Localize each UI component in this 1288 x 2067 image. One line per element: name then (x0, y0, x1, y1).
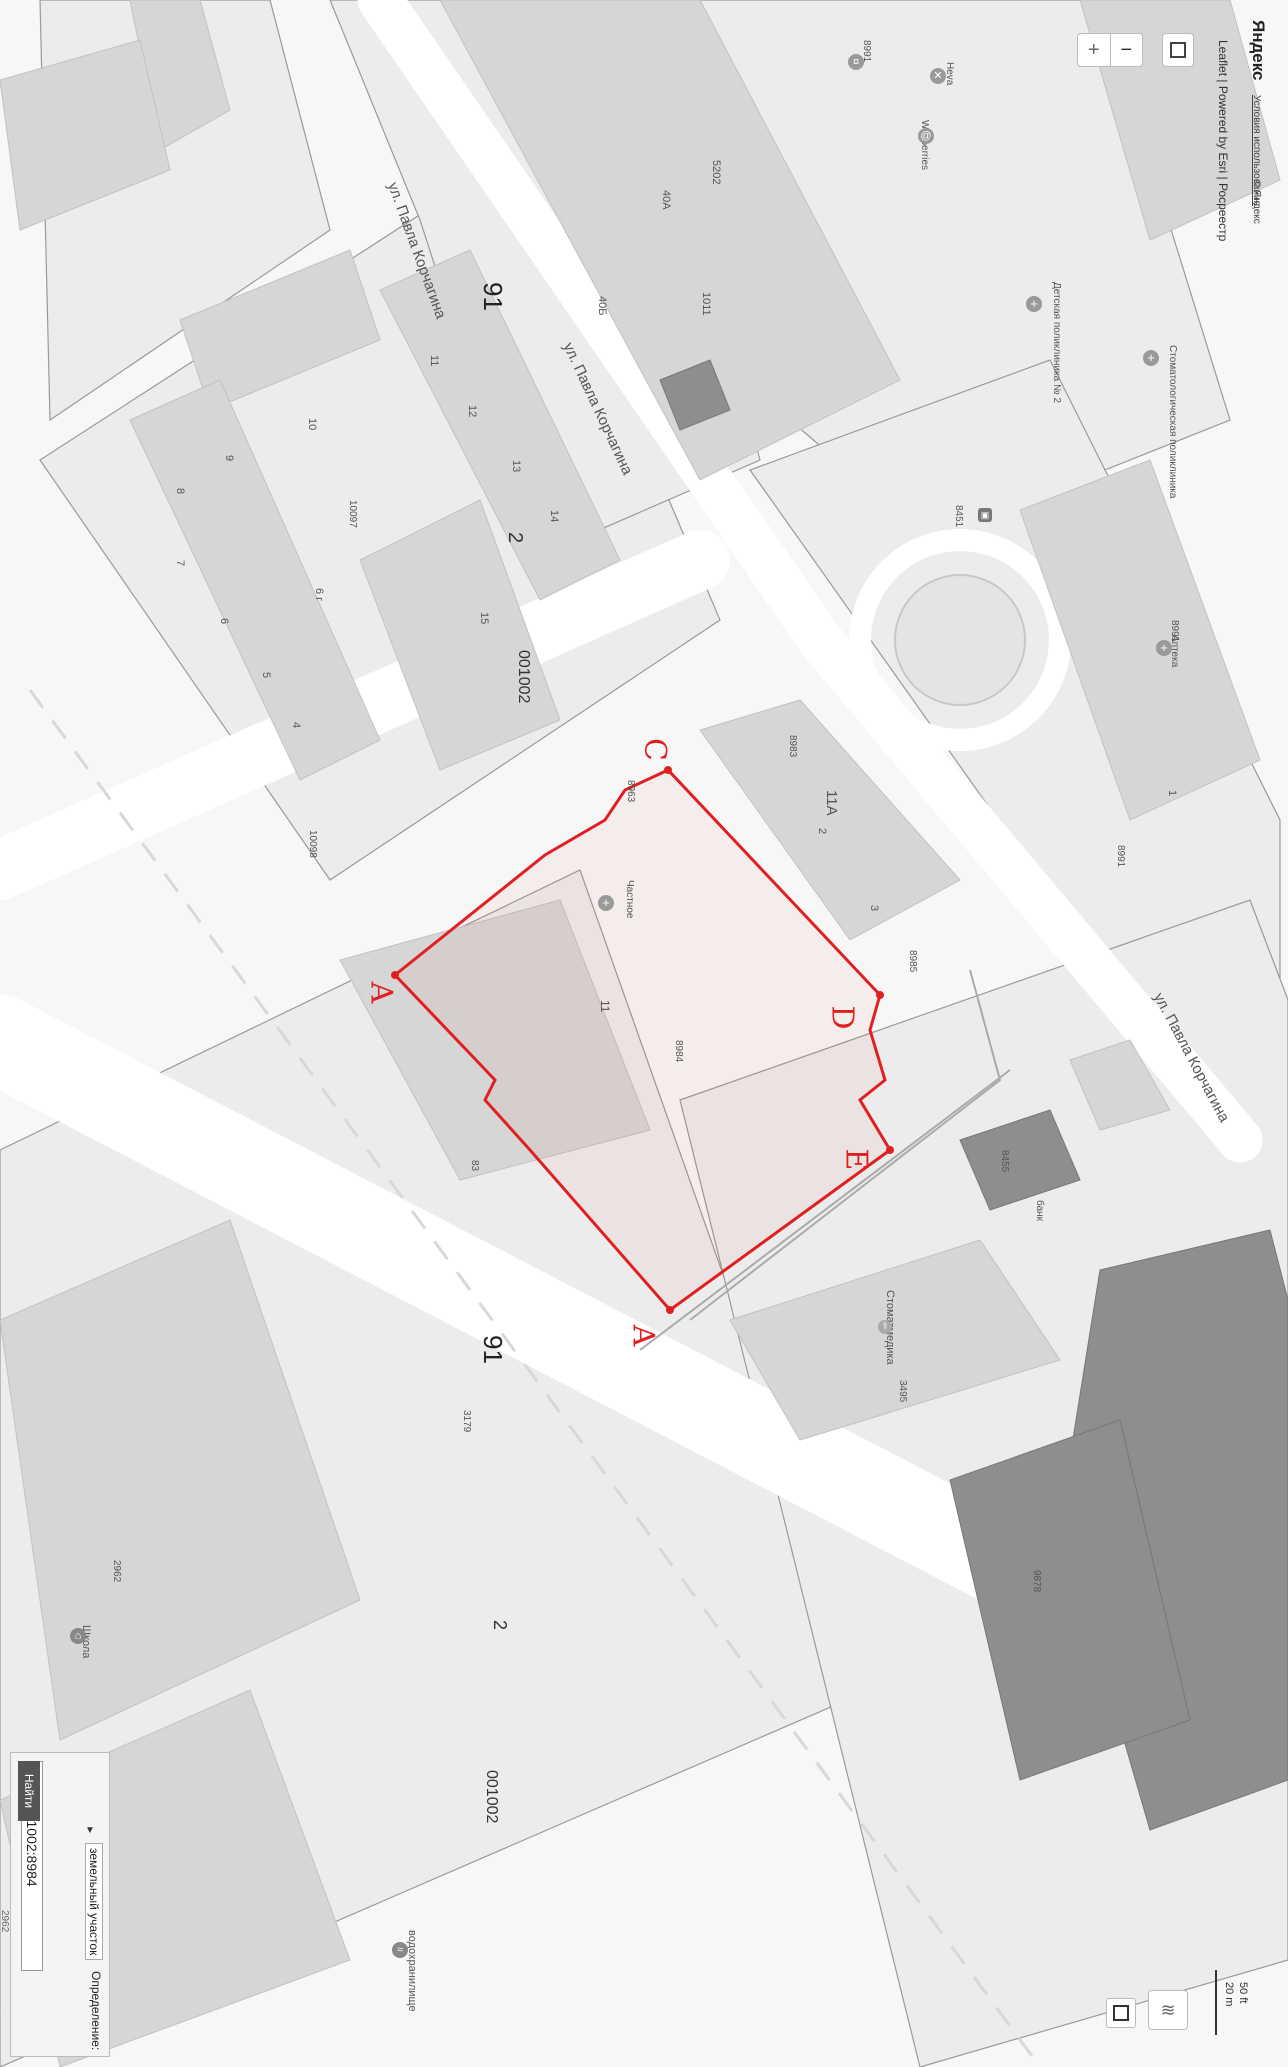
parcel-number: 40A (660, 190, 672, 210)
attribution-brand[interactable]: Яндекс (1249, 20, 1268, 81)
vertex-label-c: C (636, 738, 672, 761)
scale-bar: 20 m 50 ft (1215, 1970, 1257, 2035)
bus-stop-icon: ▣ (978, 508, 992, 522)
building-number: 6 (218, 618, 230, 625)
attribution-providers: Leaflet | Powered by Esri | Росреестр (1216, 40, 1230, 242)
search-button[interactable]: Найти (18, 1761, 40, 1821)
building-number: 12 (466, 405, 478, 418)
region-label-2-top: 2 (504, 532, 526, 544)
parcel-number: 8983 (787, 735, 798, 758)
top-hint: 2962 (0, 1910, 10, 1933)
vertex-label-d: D (824, 1005, 860, 1030)
roundabout (894, 574, 1026, 706)
poi-chastnoe[interactable]: Частное (624, 880, 635, 919)
building-number: 8 (174, 488, 186, 495)
clinic-icon: + (598, 895, 614, 911)
poi-detskaya-poliklinika[interactable]: Детская поликлиника № 2 (1051, 282, 1062, 404)
poi-vodohranilishche[interactable]: водохранилище (406, 1930, 418, 2012)
parcel-number: 5202 (710, 160, 722, 185)
parcel-number: 8991 (1115, 845, 1126, 868)
parcel-number: 10098 (307, 830, 318, 858)
parcel-number: 40Б (596, 296, 608, 316)
hospital-icon: + (1143, 350, 1159, 366)
select-area-button[interactable] (1106, 1998, 1136, 2028)
building-number: 13 (510, 460, 522, 473)
quarter-label-top: 001002 (515, 650, 532, 704)
parcel-number: 8455 (999, 1150, 1010, 1173)
scale-metric: 20 m (1223, 1982, 1235, 2007)
quarter-label-bottom: 001002 (483, 1770, 500, 1824)
search-panel: 91:02:001002:8984 Найти Определение: зем… (10, 1752, 110, 2057)
parcel-number: 9878 (1031, 1570, 1042, 1593)
layers-button[interactable]: ≋ (1148, 1990, 1188, 2030)
chevron-down-icon: ▼ (85, 1825, 95, 1836)
zoom-control: + − (1077, 33, 1143, 67)
building-number: 15 (478, 612, 490, 625)
parcel-number: 2962 (111, 1560, 122, 1583)
building-number: 6 г (313, 588, 325, 602)
building-number: 5 (260, 672, 272, 679)
parcel-number: 3495 (897, 1380, 908, 1403)
hospital-icon: + (1026, 296, 1042, 312)
zoom-in-button[interactable]: + (1078, 34, 1111, 66)
building-number: 10 (306, 418, 318, 431)
building-number: 1 (1166, 790, 1178, 797)
dark-buildings (659, 359, 1288, 1831)
fullscreen-icon (1170, 42, 1186, 58)
bank-icon: ¤ (848, 54, 864, 70)
parcel-number: 3179 (461, 1410, 472, 1433)
scale-imperial: 50 ft (1237, 1982, 1249, 2004)
mode-label: Определение: (89, 1971, 103, 2051)
parcel-number: 1011 (700, 292, 712, 316)
vertex-label-e: E (838, 1148, 874, 1171)
parcel-vertices (391, 766, 894, 1314)
building-number: 11 (598, 1000, 612, 1013)
building-number: 11A (823, 790, 840, 816)
parcel-boundary[interactable] (392, 768, 892, 1313)
school-icon: ⌂ (70, 1628, 86, 1644)
region-label-91-mid: 91 (478, 1335, 508, 1364)
dental-icon: ⚕ (878, 1320, 892, 1334)
vertex-label-a-top: A (363, 981, 399, 1004)
store-icon: ✕ (930, 68, 946, 84)
search-button-label: Найти (22, 1773, 36, 1809)
building-number: 9 (223, 455, 235, 462)
attribution-terms-link[interactable]: Условия использования (1251, 95, 1262, 206)
poi-stomat-poliklinika[interactable]: Стоматологическая поликлиника (1167, 345, 1178, 499)
building-number: 11 (428, 355, 440, 367)
parcel-number: 8985 (907, 950, 918, 973)
region-label-2-bottom: 2 (490, 1620, 510, 1631)
building-number: 14 (548, 510, 560, 523)
pharmacy-icon: + (1156, 640, 1172, 656)
region-label-91-top: 91 (478, 282, 508, 311)
mode-select[interactable]: земельный участок (85, 1843, 103, 1961)
layers-icon: ≋ (1160, 1999, 1176, 2020)
fullscreen-button[interactable] (1162, 33, 1194, 67)
parcel-number: 8963 (625, 780, 636, 803)
roundabout-road (849, 529, 1071, 751)
building-number: 2 (816, 828, 828, 835)
road-centerline (28, 689, 1042, 2067)
survey-lines (639, 969, 1011, 1351)
parcel-number: 10097 (347, 500, 358, 528)
parcel-number: 8984 (673, 1040, 684, 1063)
square-icon (1113, 2005, 1129, 2021)
vertex-label-a-bottom: A (625, 1324, 661, 1347)
parcel-number: 8451 (953, 505, 964, 528)
zoom-out-button[interactable]: − (1120, 38, 1133, 61)
building-number: 3 (868, 905, 880, 912)
poi-bank[interactable]: банк (1034, 1200, 1045, 1221)
parcel-number: 83 (469, 1160, 480, 1172)
reservoir-icon: ≈ (392, 1942, 408, 1958)
building-number: 4 (290, 722, 302, 729)
shop-icon: @ (918, 128, 934, 144)
building-number: 7 (174, 560, 186, 567)
